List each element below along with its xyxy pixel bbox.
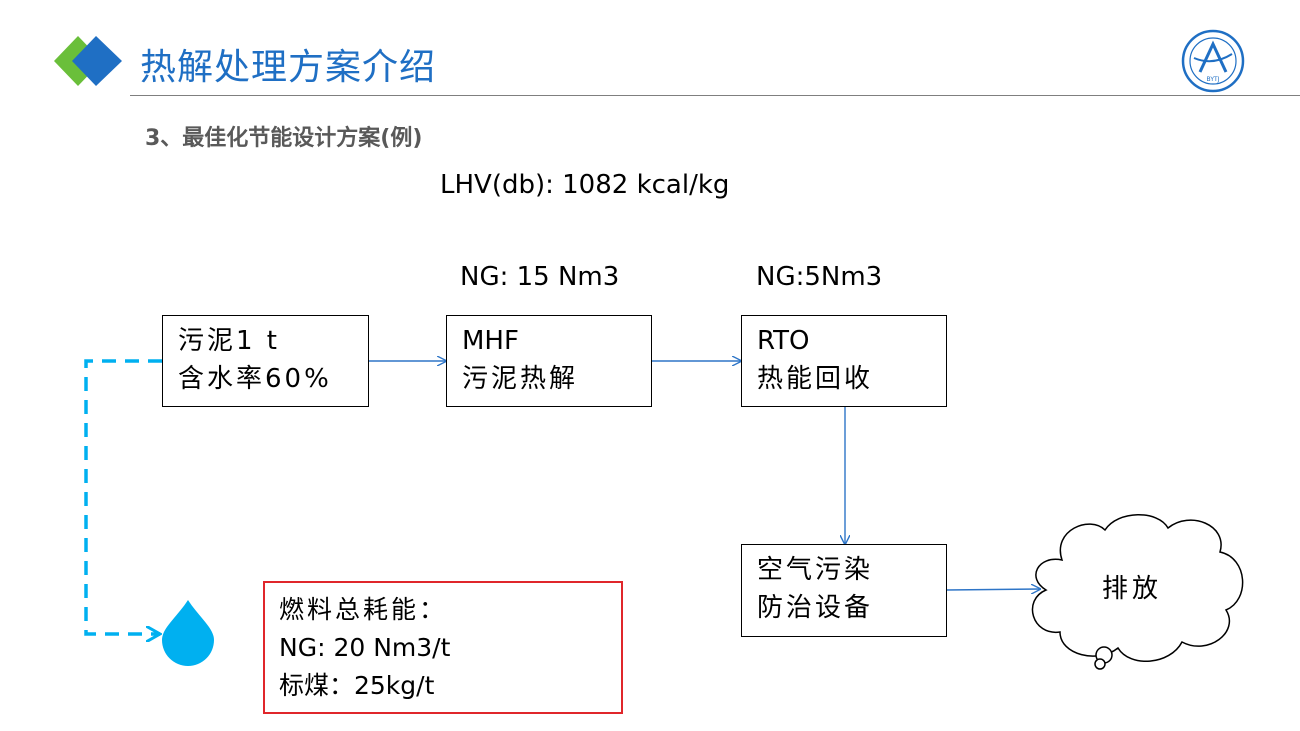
page-title: 热解处理方案介绍 [140,47,437,88]
mhf-box: MHF 污泥热解 [446,315,652,407]
mhf-ng-label: NG: 15 Nm3 [460,262,620,292]
fuel-summary-line1: 燃料总耗能： [279,595,448,624]
university-seal-icon: BYTJ [1181,29,1245,93]
sludge-box: 污泥1 t 含水率60% [162,315,369,407]
exhaust-label: 排放 [1102,574,1163,604]
apc-line1: 空气污染 [757,555,874,585]
rto-line2: 热能回收 [757,364,874,394]
lhv-label: LHV(db): 1082 kcal/kg [440,170,730,200]
sludge-line1: 污泥1 t [178,326,281,356]
title-divider [130,95,1300,96]
dashed-water-path [84,359,162,634]
rto-box: RTO 热能回收 [741,315,947,407]
fuel-summary-line3: 标煤：25kg/t [279,671,435,700]
cloud-bubble-small [1094,658,1106,670]
rto-ng-label: NG:5Nm3 [756,262,883,292]
logo-diamonds-icon [54,36,122,86]
rto-line1: RTO [757,326,810,356]
section-subtitle: 3、最佳化节能设计方案(例) [145,126,423,151]
arrow-apc-to-exhaust [945,589,1040,590]
apc-line2: 防治设备 [757,593,874,623]
seal-text: BYTJ [1207,76,1220,83]
water-droplet-icon [162,600,214,666]
fuel-summary-box: 燃料总耗能： NG: 20 Nm3/t 标煤：25kg/t [263,581,623,714]
mhf-line2: 污泥热解 [462,364,579,394]
fuel-summary-line2: NG: 20 Nm3/t [279,633,451,662]
air-pollution-control-box: 空气污染 防治设备 [741,544,947,637]
exhaust-cloud-shape [1031,514,1244,662]
mhf-line1: MHF [462,326,519,356]
sludge-line2: 含水率60% [178,364,332,394]
